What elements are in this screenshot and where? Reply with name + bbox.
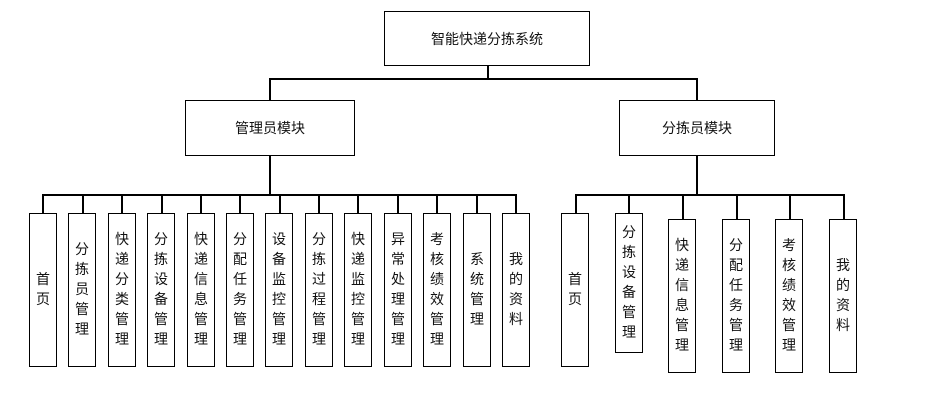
admin-leaf-drop (239, 194, 241, 214)
sorter-leaf-label: 考核绩效管理 (782, 238, 796, 354)
admin-leaf-label: 分拣设备管理 (154, 232, 168, 348)
root-node: 智能快递分拣系统 (384, 11, 590, 66)
sorter-drop (696, 78, 698, 101)
admin-leaf-parcel-info-mgmt: 快递信息管理 (187, 213, 215, 367)
admin-leaf-drop (436, 194, 438, 214)
admin-drop (269, 78, 271, 101)
root-stem (487, 66, 489, 79)
admin-leaf-process-mgmt: 分拣过程管理 (305, 213, 333, 367)
admin-leaf-system-mgmt: 系统管理 (463, 213, 491, 367)
admin-leaf-task-mgmt: 分配任务管理 (226, 213, 254, 367)
admin-leaf-label: 设备监控管理 (272, 232, 286, 348)
admin-leaf-device-monitor: 设备监控管理 (265, 213, 293, 367)
admin-module-label: 管理员模块 (235, 121, 305, 137)
sorter-leaf-performance-mgmt: 考核绩效管理 (775, 219, 803, 373)
sorter-leaf-drop (682, 194, 684, 220)
admin-leaf-drop (200, 194, 202, 214)
sorter-module-label: 分拣员模块 (662, 121, 732, 137)
admin-leaf-performance-mgmt: 考核绩效管理 (423, 213, 451, 367)
admin-stem (269, 156, 271, 195)
admin-leaf-drop (42, 194, 44, 214)
sorter-leaf-task-mgmt: 分配任务管理 (722, 219, 750, 373)
sorter-leaf-home: 首页 (561, 213, 589, 367)
sorter-leaf-label: 我的资料 (836, 258, 850, 334)
admin-leaf-home: 首页 (29, 213, 57, 367)
admin-leaf-label: 快递监控管理 (351, 232, 365, 348)
admin-leaf-label: 分配任务管理 (233, 232, 247, 348)
sorter-leaf-label: 快递信息管理 (675, 238, 689, 354)
admin-leaf-drop (397, 194, 399, 214)
sorter-leaf-label: 分拣设备管理 (622, 225, 636, 341)
admin-leaf-category-mgmt: 快递分类管理 (108, 213, 136, 367)
admin-leaf-exception-mgmt: 异常处理管理 (384, 213, 412, 367)
admin-leaf-label: 系统管理 (470, 252, 484, 328)
sorter-leaf-label: 首页 (568, 272, 582, 308)
sorter-leaf-label: 分配任务管理 (729, 238, 743, 354)
admin-leaf-label: 分拣过程管理 (312, 232, 326, 348)
admin-leaf-label: 快递分类管理 (115, 232, 129, 348)
sorter-leaf-drop (628, 194, 630, 214)
admin-leaf-device-mgmt: 分拣设备管理 (147, 213, 175, 367)
admin-leaf-drop (279, 194, 281, 214)
admin-leaf-drop (121, 194, 123, 214)
admin-leaf-drop (318, 194, 320, 214)
sorter-module-node: 分拣员模块 (619, 100, 775, 156)
admin-module-node: 管理员模块 (185, 100, 355, 156)
admin-leaf-label: 异常处理管理 (391, 232, 405, 348)
admin-leaf-label: 分拣员管理 (75, 242, 89, 338)
sorter-leaf-parcel-info-mgmt: 快递信息管理 (668, 219, 696, 373)
sorter-leaf-drop (789, 194, 791, 220)
root-label: 智能快递分拣系统 (431, 31, 543, 48)
admin-leaf-drop (357, 194, 359, 214)
sorter-leaf-drop (843, 194, 845, 220)
sorter-leaf-drop (736, 194, 738, 220)
root-bus (269, 78, 697, 80)
admin-leaf-drop (161, 194, 163, 214)
sorter-bus (575, 194, 844, 196)
admin-leaf-label: 快递信息管理 (194, 232, 208, 348)
admin-leaf-label: 考核绩效管理 (430, 232, 444, 348)
sorter-leaf-device-mgmt: 分拣设备管理 (615, 213, 643, 353)
admin-leaf-drop (476, 194, 478, 214)
admin-leaf-my-profile: 我的资料 (502, 213, 530, 367)
admin-leaf-sorter-mgmt: 分拣员管理 (68, 213, 96, 367)
sorter-leaf-my-profile: 我的资料 (829, 219, 857, 373)
admin-leaf-drop (82, 194, 84, 214)
admin-leaf-drop (515, 194, 517, 214)
admin-leaf-label: 首页 (36, 272, 50, 308)
admin-leaf-label: 我的资料 (509, 252, 523, 328)
admin-leaf-parcel-monitor: 快递监控管理 (344, 213, 372, 367)
sorter-stem (696, 156, 698, 195)
sorter-leaf-drop (575, 194, 577, 214)
